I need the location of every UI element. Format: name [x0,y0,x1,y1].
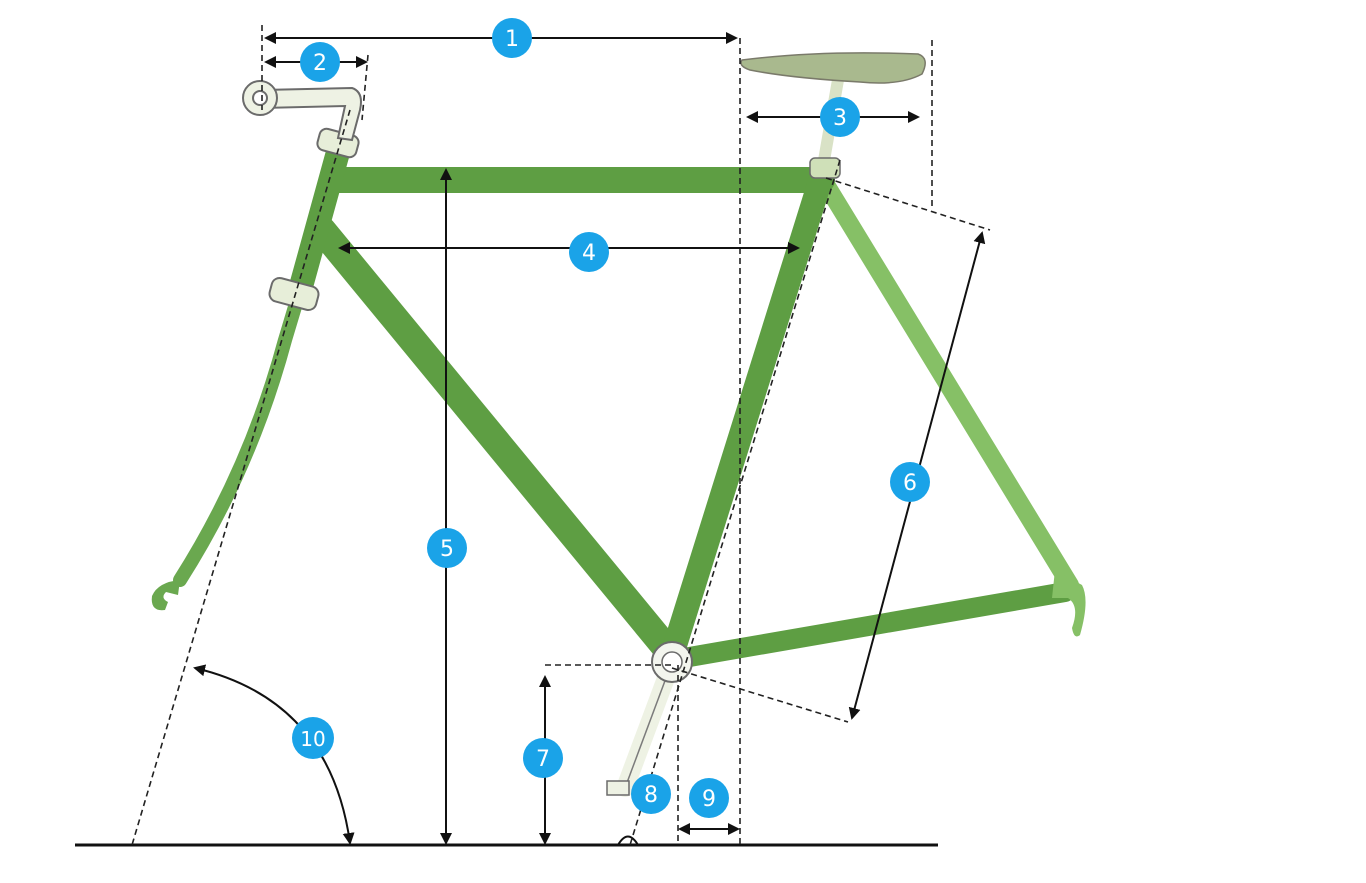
marker-5: 5 [427,528,467,568]
chain-stay [662,582,1075,670]
guide-seat-tube-axis [629,159,841,846]
guide-lines [131,25,991,846]
marker-9: 9 [689,778,729,818]
pedal [606,780,630,796]
dimension-8-arc [617,835,639,846]
marker-7-label: 7 [536,747,550,772]
handlebar-center [252,90,268,106]
marker-8-label: 8 [644,783,658,808]
fork-dropout [151,580,180,611]
bottom-bracket-inner [661,651,683,673]
seat-stay [813,169,1079,594]
seat-clamp [809,157,841,179]
marker-4-label: 4 [582,241,596,266]
marker-10: 10 [292,717,334,759]
stem [261,86,362,142]
saddle [740,52,926,84]
marker-5-label: 5 [440,537,454,562]
lower-headset [268,276,320,312]
marker-10-label: 10 [300,727,325,751]
bike-frame [151,52,1086,797]
marker-9-label: 9 [702,787,716,812]
marker-6-label: 6 [903,471,917,496]
rear-dropout [1052,570,1086,637]
crank-arm-edge [624,661,673,789]
down-tube [308,216,686,669]
seat-tube [660,163,834,667]
fork [173,283,307,587]
dimension-10-arc [193,664,355,845]
marker-1-label: 1 [505,27,519,52]
guide-head-tube-axis [131,109,351,846]
guide-stay-lower-perp [671,667,849,723]
guide-stem-vertical [361,54,369,121]
marker-3: 3 [820,97,860,137]
marker-4: 4 [569,232,609,272]
marker-8: 8 [631,774,671,814]
marker-3-label: 3 [833,106,847,131]
marker-2-label: 2 [313,51,327,76]
head-tube [288,133,352,302]
marker-2: 2 [300,42,340,82]
marker-1: 1 [492,18,532,58]
guide-stay-upper-perp [825,177,991,231]
marker-7: 7 [523,738,563,778]
marker-6: 6 [890,462,930,502]
